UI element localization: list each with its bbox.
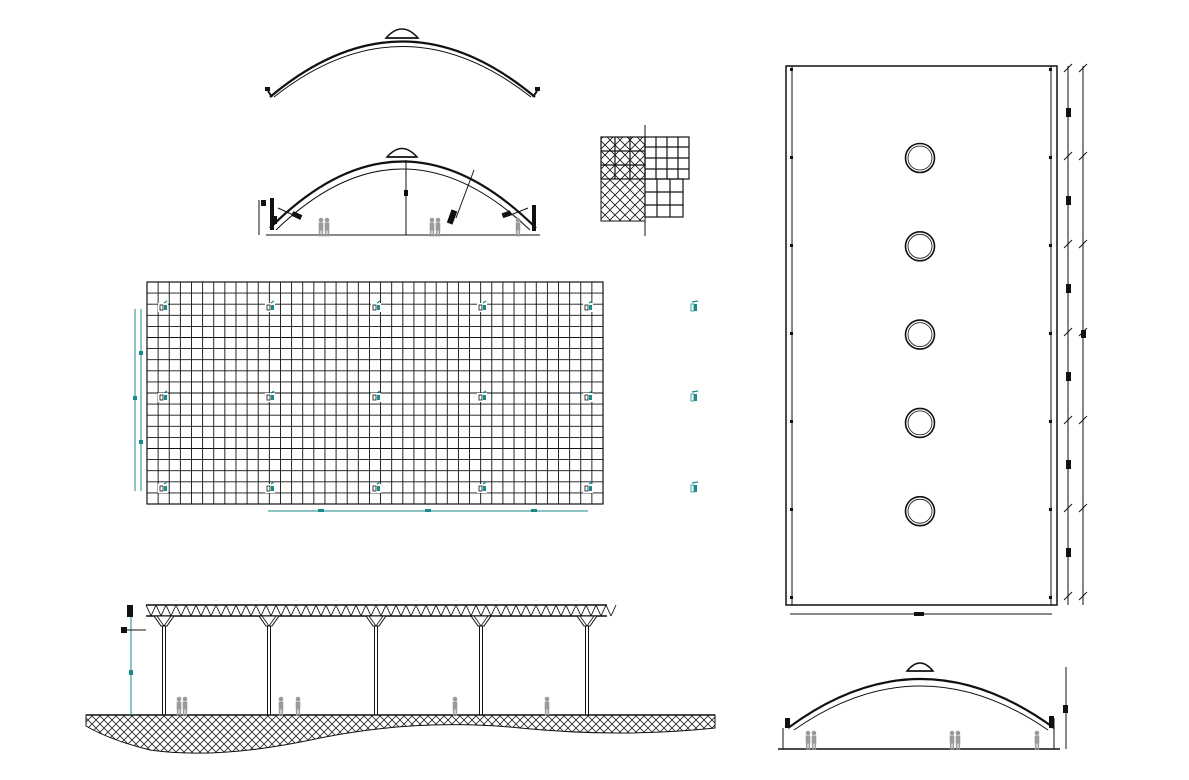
grid-node-marker <box>477 300 487 312</box>
grid-node-marker <box>265 300 275 312</box>
roof-plan-dimensions <box>790 63 1088 616</box>
skylight <box>904 231 936 262</box>
skylights <box>790 68 1052 599</box>
grid-node-marker <box>583 300 593 312</box>
space-frame-detail <box>600 125 690 236</box>
grid-node-marker <box>583 390 593 402</box>
grid-node-marker <box>371 390 381 402</box>
column-frame-elevation <box>85 604 716 754</box>
frame-dimension <box>121 605 146 715</box>
skylight <box>904 142 936 174</box>
frame-column <box>258 615 280 715</box>
frame-columns <box>153 615 598 715</box>
grid-node-marker <box>265 390 275 402</box>
frame-column <box>576 615 598 715</box>
dome-side-elevation <box>778 662 1068 750</box>
roof-plan <box>785 63 1088 616</box>
grid-node-marker <box>158 390 168 402</box>
skylight <box>904 495 936 527</box>
space-frame-grid-plan <box>133 281 699 512</box>
frame-column <box>365 615 387 715</box>
roof-truss <box>145 604 617 617</box>
grid-node-marker <box>583 481 593 493</box>
grid-node-marker <box>158 300 168 312</box>
grid-lines <box>147 282 603 504</box>
person-figures <box>318 217 521 237</box>
top-dome-elevation <box>265 28 540 98</box>
grid-node-marker <box>371 300 381 312</box>
person-figures-frame <box>176 696 550 716</box>
grid-node-marker <box>371 481 381 493</box>
grid-node-marker <box>158 481 168 493</box>
skylight <box>904 407 936 439</box>
side-node-markers <box>690 300 699 493</box>
skylight <box>904 319 936 350</box>
person-figures-side <box>805 730 1040 750</box>
grid-dimension-lines <box>133 309 588 512</box>
frame-column <box>470 615 492 715</box>
side-node-marker <box>690 481 699 493</box>
grid-node-marker <box>477 481 487 493</box>
grid-node-markers <box>158 300 593 493</box>
side-node-marker <box>690 390 699 402</box>
grid-node-marker <box>265 481 275 493</box>
dome-section <box>258 147 540 237</box>
frame-column <box>153 615 175 715</box>
grid-node-marker <box>477 390 487 402</box>
side-node-marker <box>690 300 699 312</box>
